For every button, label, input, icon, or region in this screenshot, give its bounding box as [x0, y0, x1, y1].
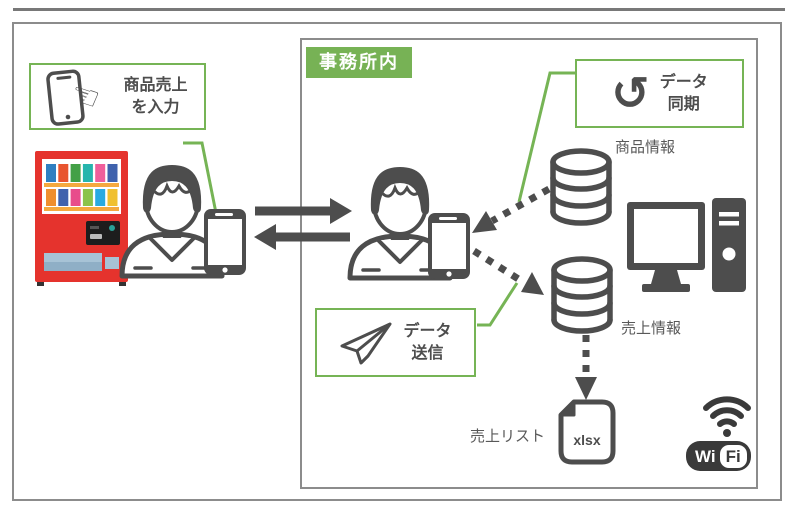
callout-send-line1: データ [403, 322, 452, 340]
export-dashed-arrow [575, 335, 597, 400]
callout-sync-text: データ 同期 [660, 72, 708, 115]
callout-data-sync: ↺ データ 同期 [575, 59, 744, 128]
callout-input-sales: ☜ 商品売上 を入力 [29, 63, 206, 130]
sales-database-icon [554, 259, 610, 331]
xlsx-file-icon: xlsx [558, 399, 616, 465]
callout-sync-line1: データ [659, 73, 708, 91]
smartphone-field-icon [204, 209, 246, 275]
wifi-logo: Wi Fi [686, 441, 751, 471]
phone-tap-icon: ☜ [46, 68, 113, 126]
wifi-logo-wi: Wi [695, 446, 716, 466]
callout-input-line1: 商品売上 [123, 76, 188, 94]
sync-icon: ↺ [611, 66, 650, 119]
sales-list-label: 売上リスト [470, 428, 546, 445]
vending-machine-icon [35, 151, 128, 286]
callout-sync-line2: 同期 [667, 95, 700, 113]
product-db-label: 商品情報 [615, 139, 676, 156]
callout-data-send: データ 送信 [315, 308, 476, 377]
sync-dashed-arrow [472, 185, 551, 233]
callout-input-text: 商品売上 を入力 [123, 75, 187, 118]
office-zone-label: 事務所内 [306, 47, 412, 78]
top-divider [13, 8, 785, 11]
sales-db-label: 売上情報 [621, 320, 682, 337]
arrow-left-icon [254, 224, 350, 250]
wifi-logo-fi: Fi [719, 444, 747, 468]
paper-plane-icon [340, 322, 392, 364]
diagram-outer-frame [12, 22, 782, 501]
callout-send-text: データ 送信 [403, 321, 451, 364]
callout-connector-lines [183, 71, 575, 327]
product-database-icon [553, 151, 609, 223]
callout-input-line2: を入力 [131, 98, 180, 116]
desktop-computer-icon [627, 198, 746, 292]
smartphone-office-icon [428, 213, 470, 279]
file-type-text: xlsx [573, 432, 600, 448]
vending-products-row1 [46, 164, 118, 182]
office-boundary-frame [300, 38, 758, 489]
wifi-signal-icon [703, 396, 751, 437]
vending-products-row2 [46, 189, 118, 206]
send-dashed-arrow [472, 248, 544, 295]
callout-send-line2: 送信 [411, 344, 444, 362]
arrow-right-icon [255, 198, 352, 224]
